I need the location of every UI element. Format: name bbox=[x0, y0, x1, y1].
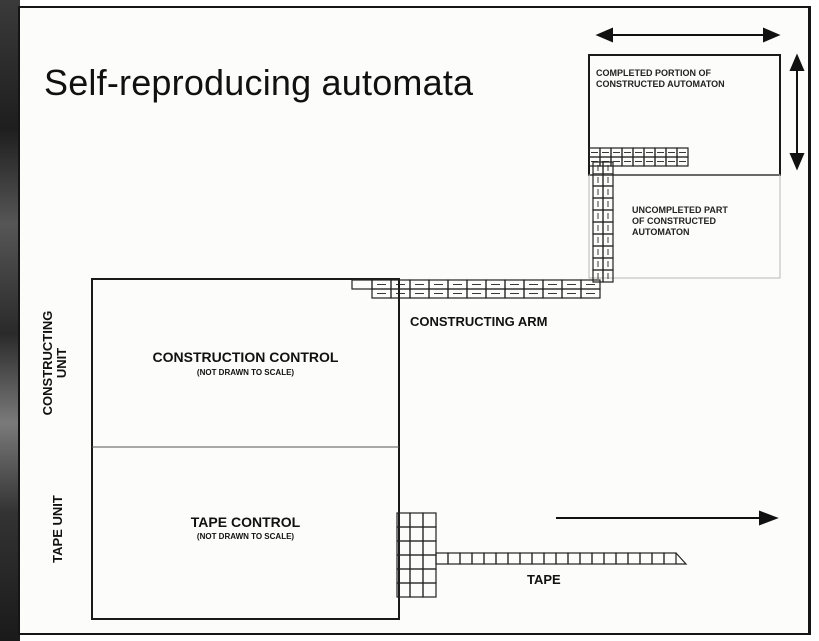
tape-cell bbox=[532, 553, 544, 564]
constructing-arm-label: CONSTRUCTING ARM bbox=[410, 314, 547, 329]
construction-control-note: (NOT DRAWN TO SCALE) bbox=[92, 368, 399, 377]
tape-strip bbox=[436, 553, 686, 564]
tape-cell bbox=[448, 553, 460, 564]
tape-head-cell bbox=[423, 513, 436, 527]
tape-cell bbox=[640, 553, 652, 564]
constructing-arm-top-cells bbox=[589, 148, 688, 166]
constructing-unit-label: CONSTRUCTING UNIT bbox=[41, 303, 71, 423]
construction-control-label: CONSTRUCTION CONTROL bbox=[92, 349, 399, 365]
tape-label: TAPE bbox=[527, 572, 561, 587]
tape-head-cell bbox=[423, 569, 436, 583]
tape-cell bbox=[628, 553, 640, 564]
tape-control-note: (NOT DRAWN TO SCALE) bbox=[92, 532, 399, 541]
arm-cell bbox=[352, 280, 372, 289]
uncompleted-part-label: UNCOMPLETED PART OF CONSTRUCTED AUTOMATO… bbox=[632, 205, 728, 238]
tape-head-grid bbox=[397, 513, 436, 597]
width-arrow bbox=[598, 29, 778, 41]
tape-cell bbox=[580, 553, 592, 564]
tape-head-cell bbox=[423, 541, 436, 555]
tape-cell bbox=[568, 553, 580, 564]
tape-cell bbox=[664, 553, 676, 564]
tape-cell bbox=[460, 553, 472, 564]
tape-cell bbox=[496, 553, 508, 564]
tape-cell bbox=[520, 553, 532, 564]
tape-head-cell bbox=[410, 583, 423, 597]
tape-cell bbox=[508, 553, 520, 564]
constructing-arm-cells bbox=[352, 280, 600, 298]
tape-direction-arrow bbox=[556, 512, 776, 524]
constructing-unit-box bbox=[92, 279, 399, 619]
tape-cell bbox=[556, 553, 568, 564]
tape-head-cell bbox=[423, 583, 436, 597]
tape-end bbox=[676, 553, 686, 564]
tape-head-cell bbox=[423, 555, 436, 569]
completed-portion-label: COMPLETED PORTION OF CONSTRUCTED AUTOMAT… bbox=[596, 68, 725, 90]
tape-head-cell bbox=[410, 527, 423, 541]
constructing-arm-vertical-cells bbox=[593, 162, 613, 282]
tape-head-cell bbox=[410, 569, 423, 583]
tape-cell bbox=[604, 553, 616, 564]
tape-unit-label: TAPE UNIT bbox=[51, 484, 67, 574]
tape-head-cell bbox=[410, 541, 423, 555]
tape-cell bbox=[652, 553, 664, 564]
tape-head-cell bbox=[423, 527, 436, 541]
tape-cell bbox=[592, 553, 604, 564]
tape-cell bbox=[616, 553, 628, 564]
tape-head-cell bbox=[410, 513, 423, 527]
height-arrow bbox=[791, 56, 803, 168]
tape-cell bbox=[436, 553, 448, 564]
tape-cell bbox=[484, 553, 496, 564]
tape-cell bbox=[544, 553, 556, 564]
tape-head-cell bbox=[410, 555, 423, 569]
tape-cell bbox=[472, 553, 484, 564]
tape-control-label: TAPE CONTROL bbox=[92, 514, 399, 530]
